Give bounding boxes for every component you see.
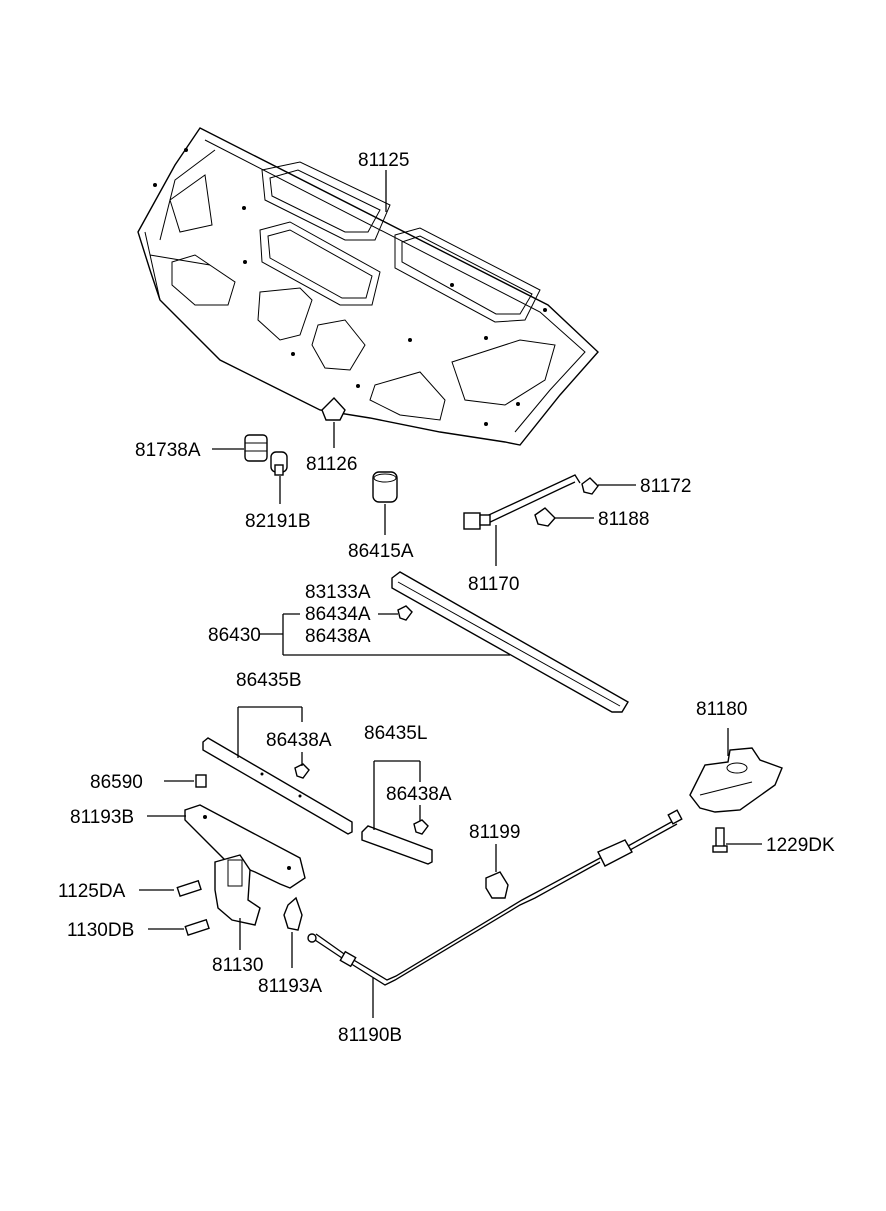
label-81188: 81188 bbox=[598, 509, 649, 530]
label-81130: 81130 bbox=[212, 955, 263, 976]
label-86434A: 86434A bbox=[305, 604, 371, 625]
label-81190B: 81190B bbox=[338, 1025, 402, 1046]
label-86435L: 86435L bbox=[364, 723, 427, 744]
hood-insulator-pad[interactable] bbox=[137, 127, 599, 446]
latch-bracket-81193B[interactable] bbox=[184, 804, 306, 889]
label-81126: 81126 bbox=[306, 454, 357, 475]
lever-81193A[interactable] bbox=[283, 896, 303, 931]
clip-81126[interactable] bbox=[321, 396, 346, 421]
seal-strip-86435L[interactable] bbox=[361, 825, 433, 865]
label-86435B: 86435B bbox=[236, 670, 302, 691]
clip-86438A-3[interactable] bbox=[413, 819, 429, 835]
bracket-81180[interactable] bbox=[689, 747, 783, 813]
release-cable-81190B[interactable] bbox=[307, 809, 683, 986]
label-86415A: 86415A bbox=[348, 541, 414, 562]
label-81193A: 81193A bbox=[258, 976, 322, 997]
bolt-1229DK[interactable] bbox=[712, 827, 728, 853]
label-81180: 81180 bbox=[696, 699, 747, 720]
bolt-1130DB[interactable] bbox=[184, 918, 210, 937]
label-83133A: 83133A bbox=[305, 582, 371, 603]
label-81738A: 81738A bbox=[135, 440, 201, 461]
label-86438A-2: 86438A bbox=[266, 730, 332, 751]
label-81199: 81199 bbox=[469, 822, 520, 843]
clip-86434A[interactable] bbox=[397, 605, 413, 621]
label-86438A-1: 86438A bbox=[305, 626, 371, 647]
label-86590: 86590 bbox=[90, 772, 143, 793]
label-1130DB: 1130DB bbox=[67, 920, 134, 941]
label-82191B: 82191B bbox=[245, 511, 311, 532]
grommet-81172[interactable] bbox=[581, 477, 599, 495]
label-81170: 81170 bbox=[468, 574, 519, 595]
label-81172: 81172 bbox=[640, 476, 691, 497]
clip-86438A-2[interactable] bbox=[294, 763, 310, 779]
label-81125: 81125 bbox=[358, 150, 409, 171]
bolt-86590[interactable] bbox=[195, 774, 207, 788]
holder-81188[interactable] bbox=[534, 507, 556, 527]
label-86438A-3: 86438A bbox=[386, 784, 452, 805]
clip-81199[interactable] bbox=[485, 871, 509, 899]
label-81193B: 81193B bbox=[70, 807, 134, 828]
weatherstrip-86430[interactable] bbox=[391, 571, 629, 713]
bolt-1125DA[interactable] bbox=[176, 879, 202, 898]
cushion-86415A[interactable] bbox=[372, 471, 398, 503]
label-1125DA: 1125DA bbox=[58, 881, 126, 902]
label-86430: 86430 bbox=[208, 625, 261, 646]
hood-stay-rod-81170[interactable] bbox=[463, 474, 581, 530]
hood-latch-81130[interactable] bbox=[214, 854, 261, 926]
label-1229DK: 1229DK bbox=[766, 835, 835, 856]
bumper-81738A[interactable] bbox=[244, 434, 268, 462]
seal-strip-86435B[interactable] bbox=[202, 737, 353, 835]
stopper-82191B[interactable] bbox=[270, 451, 288, 476]
